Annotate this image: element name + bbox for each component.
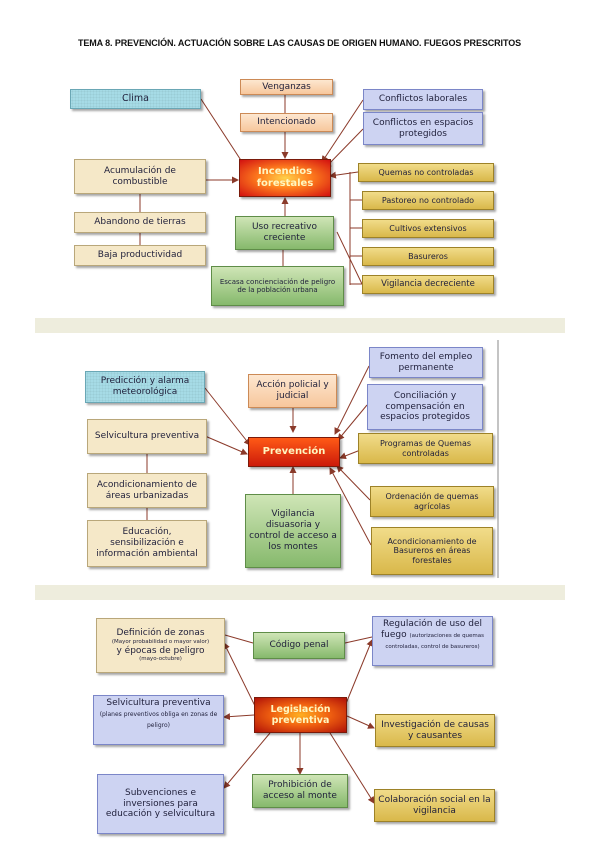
educacion-node: Educación, sensibilización e información… [87, 520, 207, 567]
acumulacion-node: Acumulación de combustible [74, 159, 206, 194]
regulacion-fuego-node: Regulación de uso del fuego (autorizacio… [372, 616, 493, 666]
baja-productividad-node: Baja productividad [74, 245, 206, 266]
clima-node: Clima [70, 89, 201, 109]
incendios-forestales-node: Incendios forestales [239, 159, 331, 197]
ordenacion-quemas-node: Ordenación de quemas agrícolas [370, 486, 494, 517]
selvicultura-preventiva-node: Selvicultura preventiva (planes preventi… [93, 695, 224, 745]
conciliacion-node: Conciliación y compensación en espacios … [367, 384, 483, 430]
abandono-node: Abandono de tierras [74, 212, 206, 233]
basureros-node: Basureros [362, 247, 494, 266]
fomento-empleo-node: Fomento del empleo permanente [369, 347, 483, 378]
cultivos-node: Cultivos extensivos [362, 219, 494, 238]
section-separator [35, 318, 565, 333]
prediccion-node: Predicción y alarma meteorológica [85, 371, 205, 403]
conflictos-laborales-node: Conflictos laborales [363, 89, 483, 110]
pastoreo-node: Pastoreo no controlado [362, 191, 494, 210]
prevencion-node: Prevención [248, 437, 340, 467]
accion-policial-node: Acción policial y judicial [248, 374, 337, 408]
prohibicion-acceso-node: Prohibición de acceso al monte [252, 774, 348, 808]
selvicultura-node: Selvicultura preventiva [87, 419, 207, 454]
subvenciones-node: Subvenciones e inversiones para educació… [97, 774, 224, 834]
codigo-penal-node: Código penal [253, 632, 345, 659]
venganzas-node: Venganzas [240, 79, 333, 95]
investigacion-node: Investigación de causas y causantes [375, 714, 495, 747]
programas-quemas-node: Programas de Quemas controladas [358, 433, 493, 464]
uso-recreativo-node: Uso recreativo creciente [235, 216, 334, 250]
acondicionamiento-basureros-node: Acondicionamiento de Basureros en áreas … [371, 527, 493, 575]
intencionado-node: Intencionado [240, 113, 333, 132]
legislacion-preventiva-node: Legislación preventiva [254, 697, 347, 733]
vigilancia-disuasoria-node: Vigilancia disuasoria y control de acces… [245, 494, 341, 568]
vigilancia-decreciente-node: Vigilancia decreciente [362, 275, 494, 294]
colaboracion-social-node: Colaboración social en la vigilancia [374, 789, 495, 822]
page-title: TEMA 8. PREVENCIÓN. ACTUACIÓN SOBRE LAS … [77, 38, 521, 48]
escasa-concienciacion-node: Escasa concienciación de peligro de la p… [211, 266, 344, 306]
section-separator [35, 585, 565, 600]
acondicionamiento-urbanizadas-node: Acondicionamiento de áreas urbanizadas [87, 473, 207, 508]
quemas-no-controladas-node: Quemas no controladas [358, 163, 494, 182]
definicion-zonas-node: Definición de zonas (Mayor probabilidad … [96, 618, 225, 673]
conflictos-espacios-node: Conflictos en espacios protegidos [363, 112, 483, 145]
